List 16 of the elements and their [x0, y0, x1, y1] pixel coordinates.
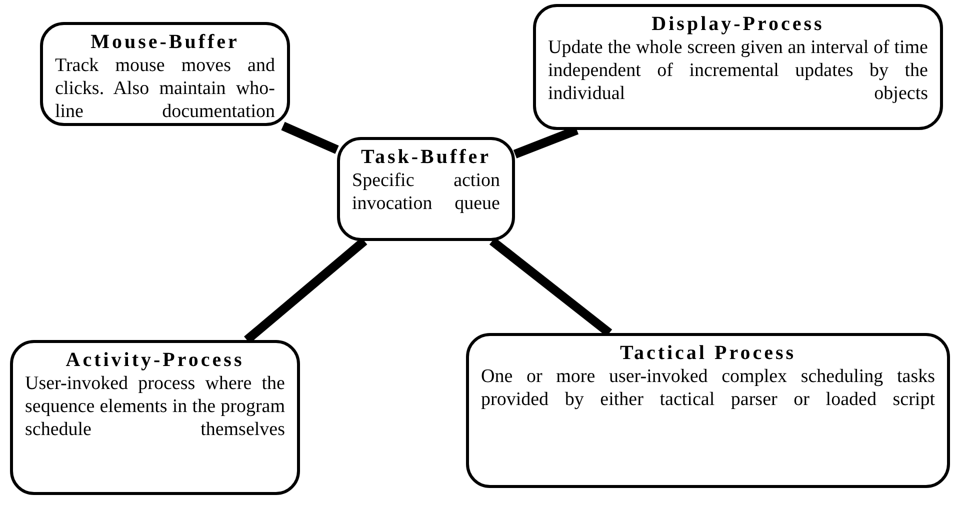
box-description: Update the whole screen given an interval of time independent of incremental updates by the individual objects [548, 36, 928, 106]
box-heading: Display-Process [650, 13, 826, 36]
process-box [466, 333, 950, 488]
box-heading: Tactical Process [618, 342, 798, 365]
box-heading: Activity-Process [64, 349, 246, 372]
process-box [40, 22, 290, 126]
box-heading: Mouse-Buffer [90, 31, 240, 54]
box-description: One or more user-invoked complex scheduling tasks provided by either tactical parser or loaded script [481, 365, 935, 412]
box-description: User-invoked process where the sequence elements in the program schedule themselves [25, 372, 285, 442]
process-box [337, 137, 515, 241]
connector-line [281, 122, 339, 154]
box-description: Specific action invocation queue [352, 169, 500, 216]
process-box [533, 4, 943, 130]
box-description: Track mouse moves and clicks. Also maintain who-line documentation [55, 54, 275, 124]
box-heading: Task-Buffer [360, 146, 492, 169]
process-box [10, 340, 300, 495]
